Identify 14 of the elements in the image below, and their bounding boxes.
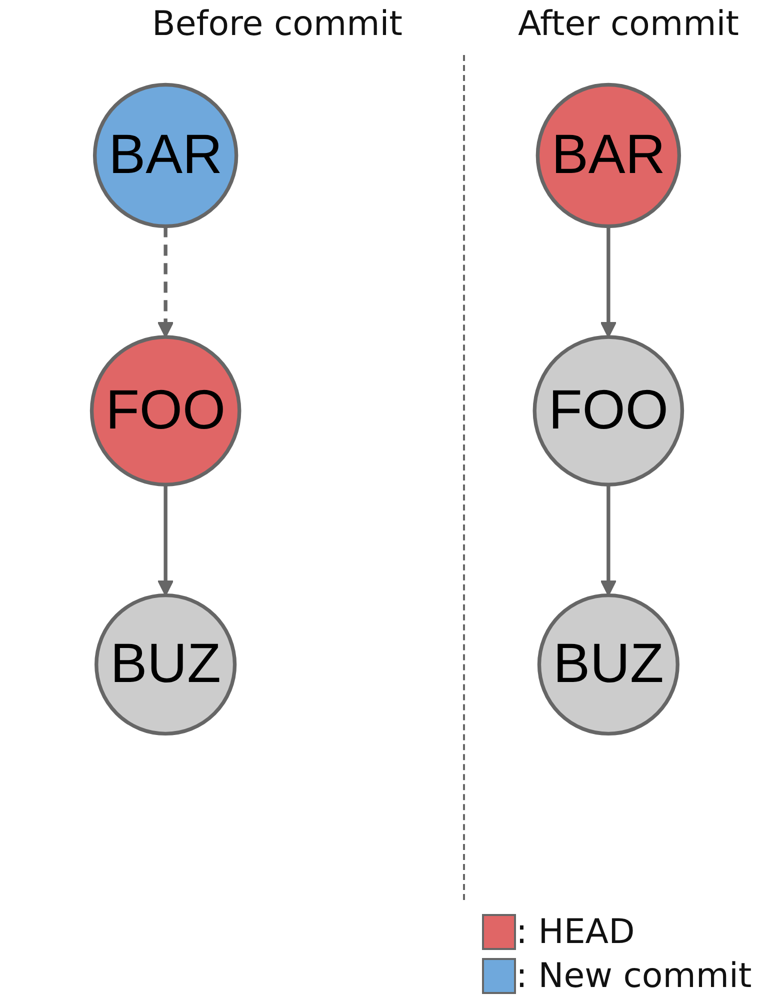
arrow — [156, 226, 174, 338]
arrow — [156, 484, 174, 596]
column-heading: Before commit — [152, 4, 402, 44]
legend-label: : HEAD — [516, 912, 635, 952]
column-heading: After commit — [518, 4, 739, 44]
legend-label: : New commit — [516, 956, 752, 996]
node-circle: BUZ — [94, 593, 236, 736]
arrow — [600, 484, 616, 596]
node-circle: BAR — [535, 82, 681, 228]
node-circle: BUZ — [536, 593, 679, 736]
node-circle: FOO — [532, 335, 684, 486]
arrow — [600, 226, 616, 338]
node-circle: FOO — [89, 335, 241, 486]
node-circle: BAR — [92, 82, 238, 228]
